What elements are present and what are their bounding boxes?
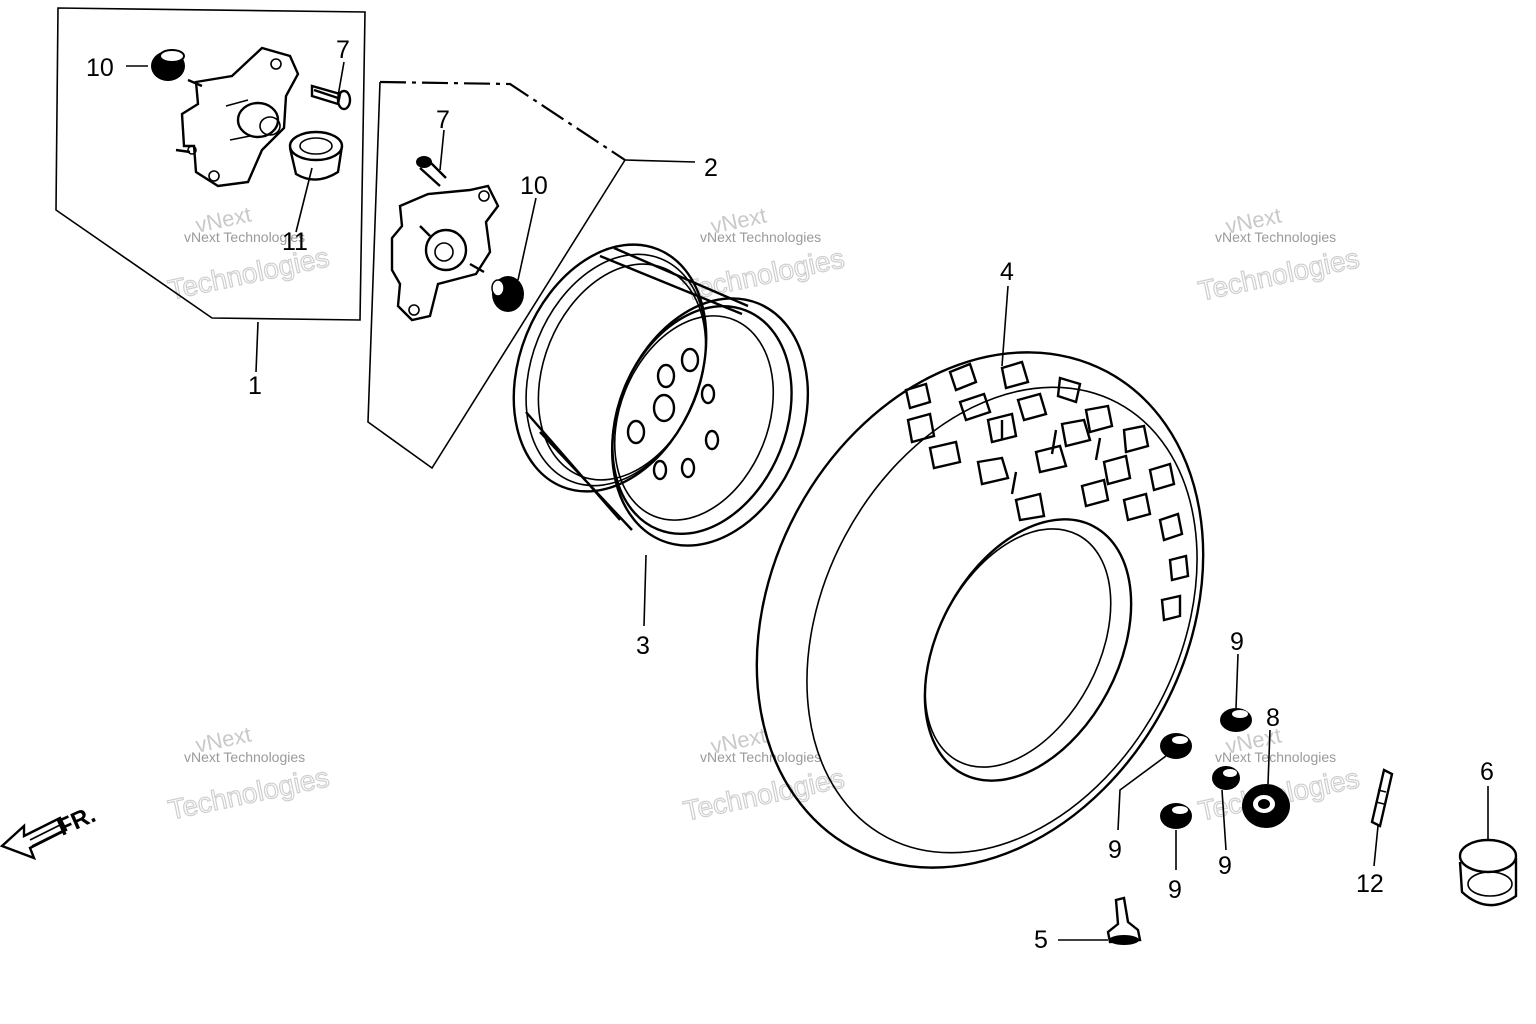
callout-12: 12 [1356,870,1384,898]
watermark-caption: vNext Technologies [184,229,305,245]
balance-weight-9d [1212,766,1240,790]
callout-10b: 10 [520,172,548,200]
hub-plate-2 [390,184,500,322]
front-direction-marker: FR. [0,801,100,861]
watermark-caption: vNext Technologies [1215,749,1336,765]
cap-nut-10b [491,276,524,312]
valve-stem-5 [1106,896,1142,945]
cap-6 [1458,838,1518,907]
bolt-7a [310,84,352,111]
callout-9a: 9 [1230,628,1244,656]
callout-7a: 7 [336,36,350,64]
collar-11 [288,130,344,181]
watermark-text: Technologies [681,762,847,826]
assembly-box-2 [367,80,626,470]
callout-6: 6 [1480,758,1494,786]
callout-9c: 9 [1168,876,1182,904]
callout-4: 4 [1000,258,1014,286]
callout-11: 11 [282,228,308,256]
watermark-text: Technologies [166,761,332,825]
assembly-box-1 [55,7,366,321]
watermark-bottom-center: vNext Technologies [680,723,848,828]
callout-3: 3 [636,632,650,660]
watermark-text: Technologies [681,242,847,306]
watermark-caption: vNext Technologies [1215,229,1336,245]
watermark-caption: vNext Technologies [700,749,821,765]
callout-9b: 9 [1108,836,1122,864]
tire-tread [904,360,1190,622]
hub-plate-1 [180,46,300,188]
callout-9d: 9 [1218,852,1232,880]
cap-nut-10a [151,49,185,81]
tire-4 [755,351,1205,869]
callout-7b: 7 [436,106,450,134]
balance-weight-9c [1160,803,1192,829]
callout-1: 1 [248,372,262,400]
bolt-7b [416,156,447,187]
callout-labels: 1 2 3 4 5 6 7 7 8 9 9 9 9 10 10 11 12 [86,36,1494,954]
watermark-bottom-left: vNext Technologies [165,722,333,827]
nut-8 [1242,784,1290,828]
front-label: FR. [53,801,99,841]
watermark-caption: vNext Technologies [700,229,821,245]
callout-5: 5 [1034,926,1048,954]
watermark-top-right: vNext Technologies [1195,203,1363,308]
callout-10a: 10 [86,54,114,82]
wheel-rim-3 [512,243,810,547]
callout-8: 8 [1266,704,1280,732]
watermark-caption: vNext Technologies [184,749,305,765]
pin-12 [1370,768,1394,828]
watermark-text: Technologies [1196,242,1362,306]
balance-weight-9b [1160,733,1192,759]
balance-weight-9a [1220,708,1252,732]
callout-2: 2 [704,154,718,182]
leader-lines [126,61,1489,941]
